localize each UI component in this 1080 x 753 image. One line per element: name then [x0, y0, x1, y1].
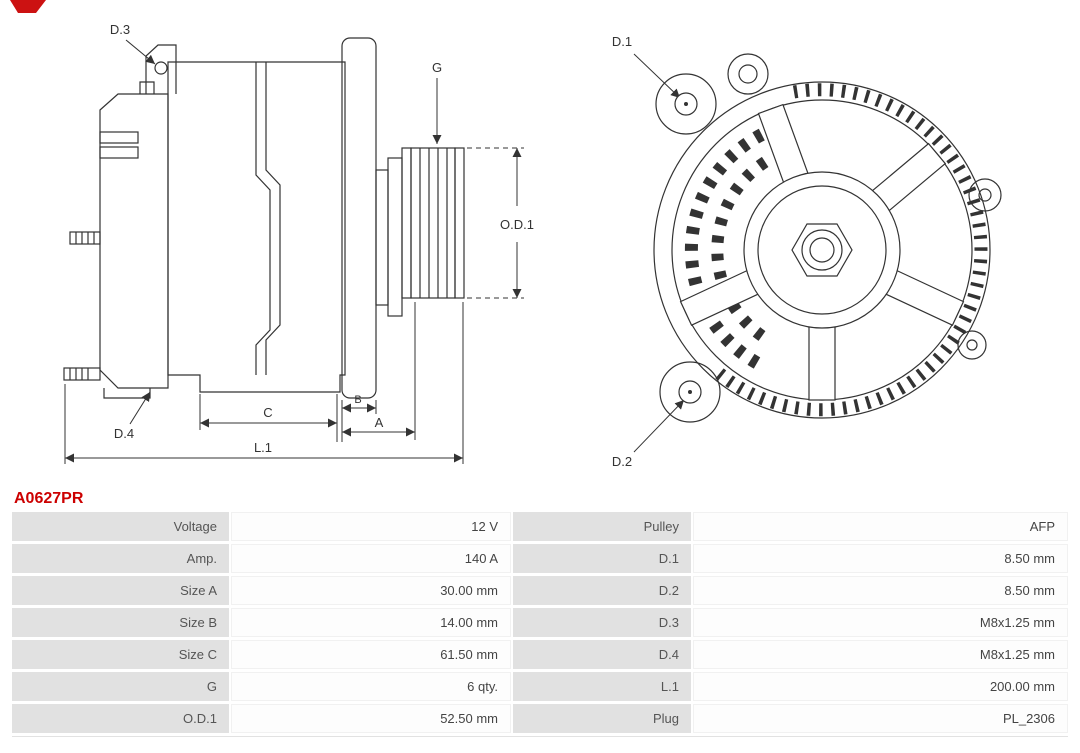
spec-value: AFP: [693, 512, 1068, 541]
spec-value: 52.50 mm: [231, 704, 511, 733]
spec-value: 61.50 mm: [231, 640, 511, 669]
spec-value: M8x1.25 mm: [693, 608, 1068, 637]
label-d2: D.2: [612, 454, 632, 469]
brand-logo: [10, 0, 46, 13]
label-l1: L.1: [254, 440, 272, 455]
spec-value: 8.50 mm: [693, 544, 1068, 573]
spec-label: Amp.: [12, 544, 229, 573]
label-d3: D.3: [110, 22, 130, 37]
spec-value: 8.50 mm: [693, 576, 1068, 605]
spec-value: PL_2306: [693, 704, 1068, 733]
spec-value: 6 qty.: [231, 672, 511, 701]
spec-value: M8x1.25 mm: [693, 640, 1068, 669]
alternator-front-view: [653, 53, 1002, 423]
dimension-lines: [64, 39, 685, 464]
spec-label: D.2: [513, 576, 691, 605]
spec-value: 12 V: [231, 512, 511, 541]
spec-value: 14.00 mm: [231, 608, 511, 637]
spec-label: Voltage: [12, 512, 229, 541]
label-c: C: [263, 405, 272, 420]
technical-diagram: D.3 G O.D.1 D.4 C B A L.1 D.1 D.2: [63, 22, 1002, 469]
alternator-side-view: [63, 37, 465, 399]
label-od1: O.D.1: [500, 217, 534, 232]
spec-label: D.1: [513, 544, 691, 573]
label-d1: D.1: [612, 34, 632, 49]
spec-label: Size A: [12, 576, 229, 605]
spec-label: Size B: [12, 608, 229, 637]
spec-label: Pulley: [513, 512, 691, 541]
spec-table: Voltage 12 V Pulley AFP Amp. 140 A D.1 8…: [12, 512, 1068, 733]
spec-label: D.3: [513, 608, 691, 637]
spec-label: D.4: [513, 640, 691, 669]
spec-label: G: [12, 672, 229, 701]
spec-label: L.1: [513, 672, 691, 701]
table-bottom-rule: [12, 736, 1068, 737]
spec-label: Size C: [12, 640, 229, 669]
spec-label: Plug: [513, 704, 691, 733]
spec-label: O.D.1: [12, 704, 229, 733]
spec-value: 140 A: [231, 544, 511, 573]
spec-value: 200.00 mm: [693, 672, 1068, 701]
part-number: A0627PR: [14, 490, 84, 507]
dimension-labels: D.3 G O.D.1 D.4 C B A L.1 D.1 D.2: [110, 22, 632, 469]
spec-value: 30.00 mm: [231, 576, 511, 605]
label-b: B: [354, 394, 361, 406]
label-d4: D.4: [114, 426, 134, 441]
brand-logo-shape: [10, 0, 46, 13]
label-g: G: [432, 60, 442, 75]
label-a: A: [375, 415, 384, 430]
